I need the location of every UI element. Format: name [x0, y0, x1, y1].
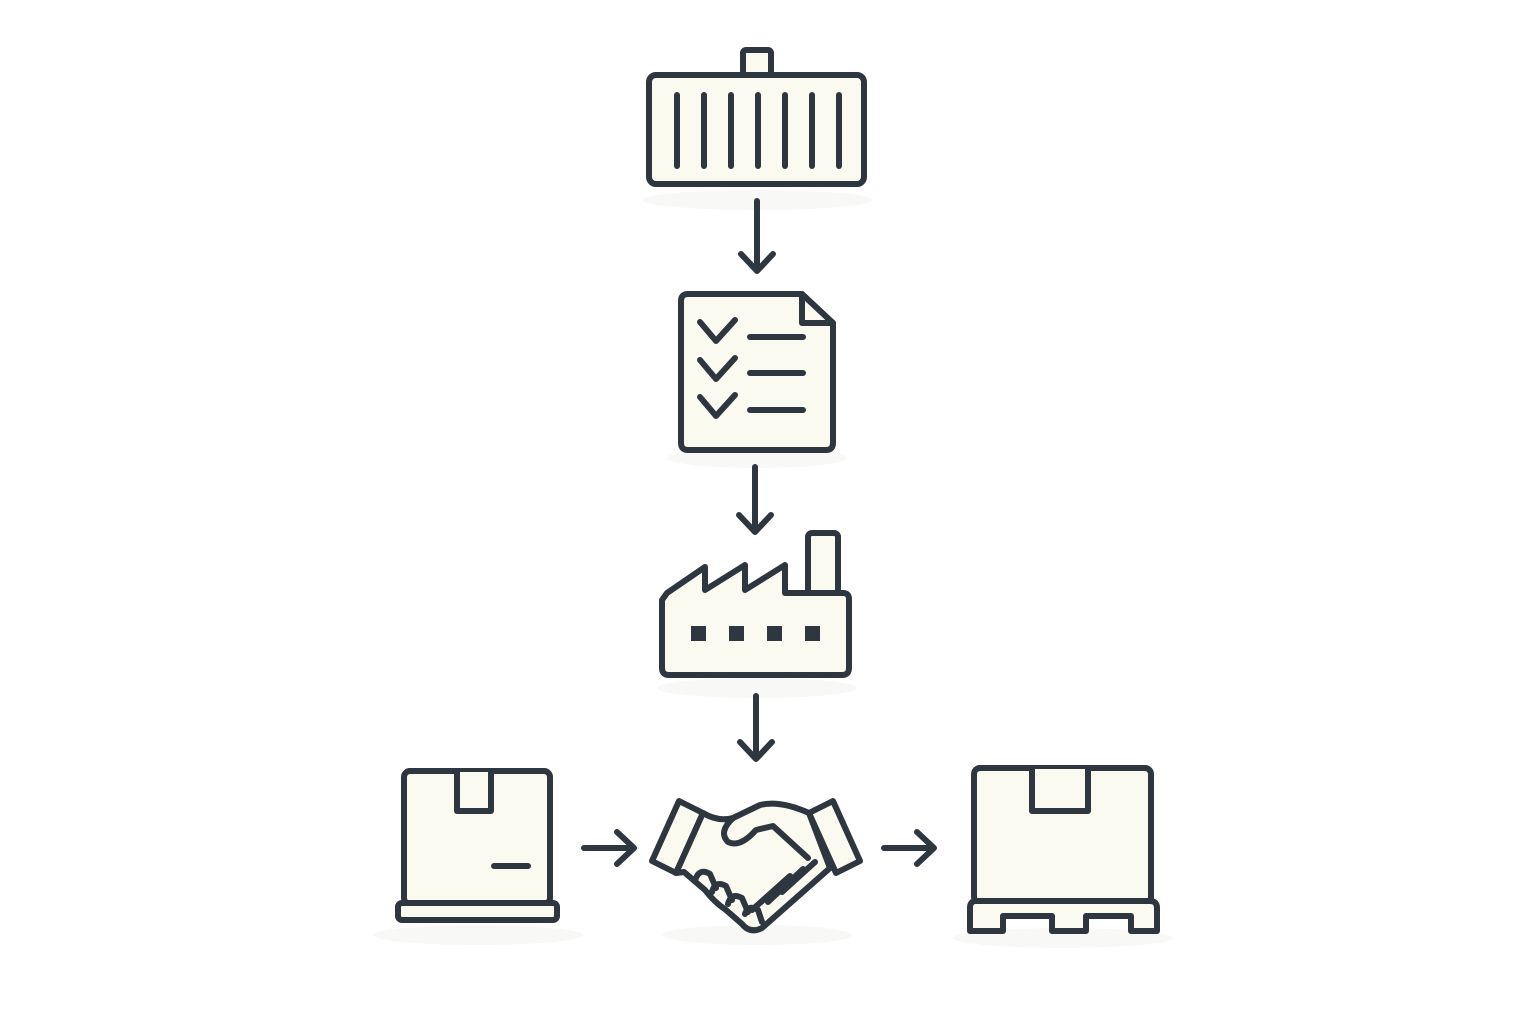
- arrow-factory-to-handshake: [737, 693, 775, 762]
- factory-icon: [659, 530, 852, 678]
- cardboard-box-icon: [395, 768, 560, 923]
- factory-shadow: [657, 678, 857, 698]
- arrow-checklist-to-factory: [736, 464, 774, 535]
- box-on-pallet-icon: [967, 765, 1160, 934]
- arrow-box-to-handshake: [581, 829, 637, 867]
- arrow-handshake-to-pallet: [881, 829, 937, 867]
- handshake-icon: [649, 798, 863, 934]
- arrow-container-to-checklist: [738, 198, 776, 274]
- checklist-document-icon: [678, 291, 836, 453]
- pallet-shadow: [953, 928, 1173, 948]
- box-shadow: [373, 925, 583, 945]
- shipping-container-icon: [646, 47, 867, 187]
- handshake-shadow: [662, 925, 852, 945]
